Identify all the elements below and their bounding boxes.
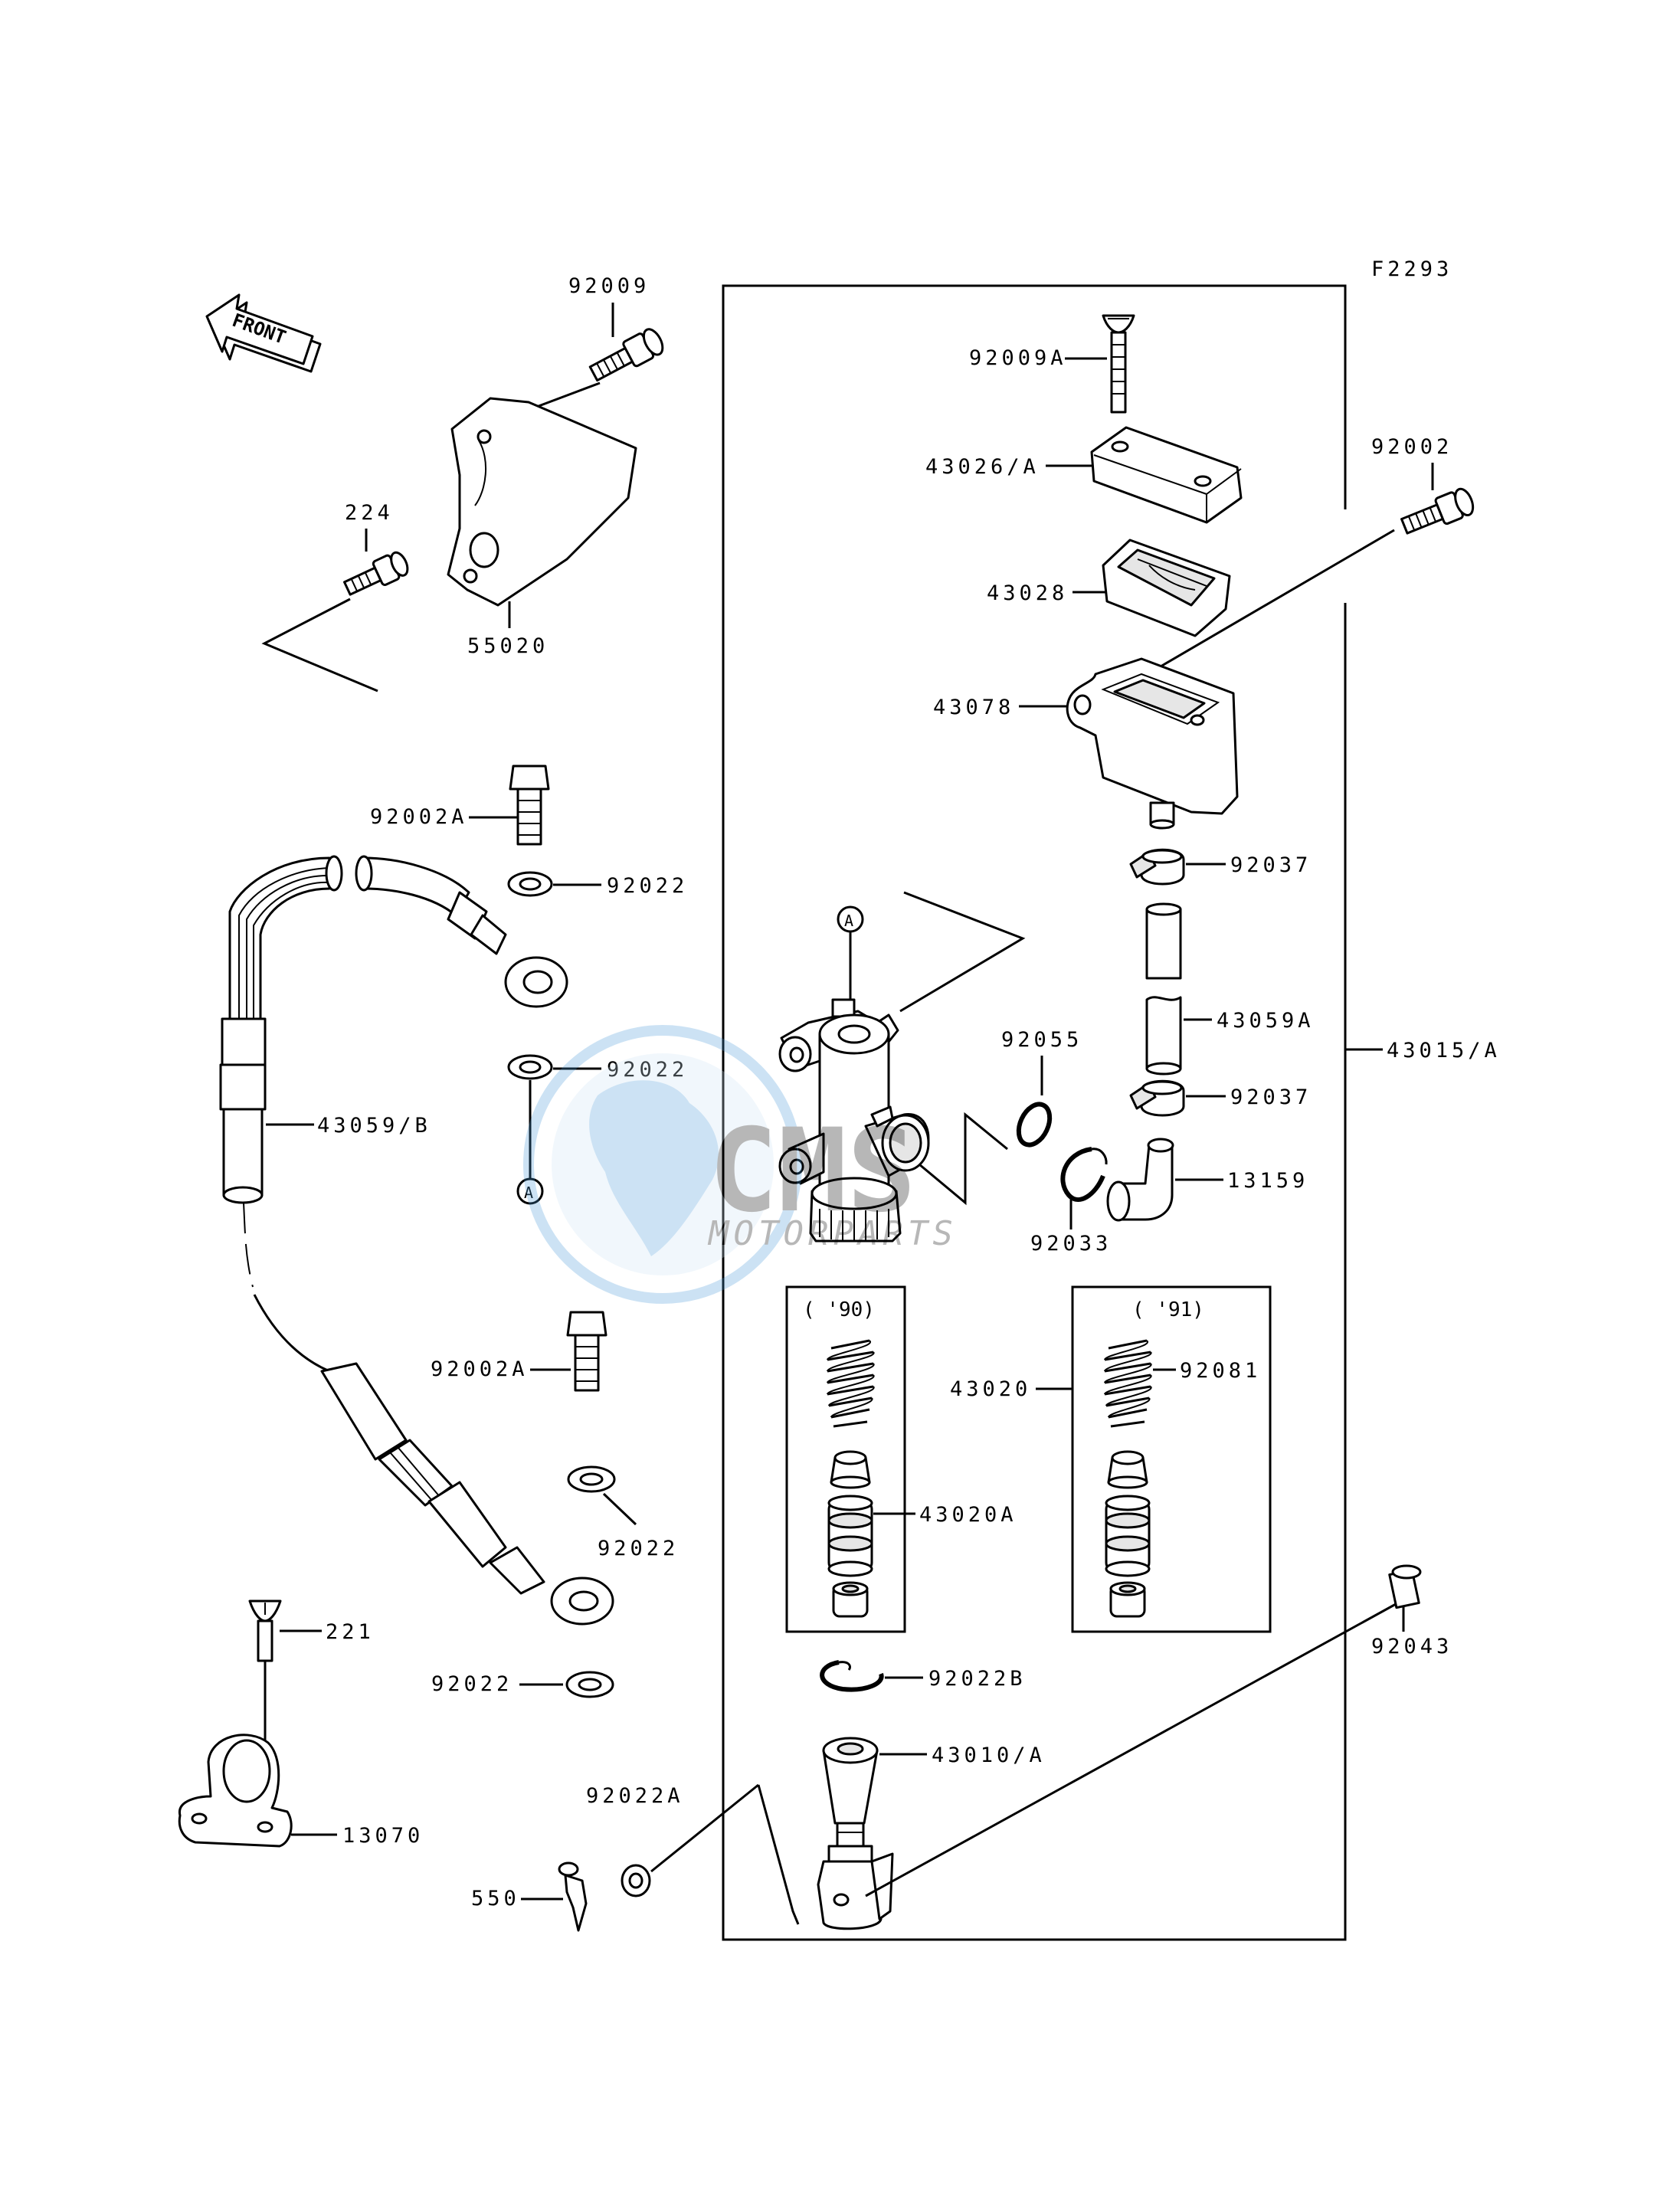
clamp-13070: 13070	[178, 1734, 424, 1848]
label-92002: 92002	[1371, 435, 1452, 459]
label-92022-c: 92022	[598, 1537, 679, 1560]
master-cylinder-assembly-box	[722, 284, 1347, 1941]
label-43010A: 43010/A	[932, 1744, 1046, 1767]
circlip-92022B: 92022B	[820, 1660, 1027, 1692]
washer-92022-d: 92022	[431, 1671, 614, 1698]
label-43026A: 43026/A	[925, 455, 1040, 479]
brake-hose-43059B: 43059/B	[219, 855, 614, 1626]
bolt-92002: 92002	[1371, 435, 1475, 535]
label-43059A: 43059A	[1217, 1009, 1315, 1033]
label-92033: 92033	[1030, 1232, 1112, 1256]
banjo-bolt-92002A-top: 92002A	[370, 765, 550, 846]
front-arrow-icon: FRONT	[205, 293, 322, 373]
o-ring-92055: 92055	[1001, 1028, 1082, 1148]
watermark-logo: CMS MOTORPARTS	[523, 1025, 958, 1304]
label-92002A-top: 92002A	[370, 805, 468, 829]
label-92022B: 92022B	[928, 1667, 1027, 1691]
reservoir-body-43078: 43078	[933, 529, 1395, 830]
hose-clip-92037-a: 92037	[1129, 848, 1312, 886]
label-92022-b: 92022	[607, 1058, 688, 1082]
label-group-43020: 43020	[950, 1377, 1073, 1401]
piston-kit-box-90: ( '90) 43020A	[785, 1285, 1017, 1633]
piston-icon	[827, 1495, 873, 1577]
spring-icon	[1104, 1339, 1152, 1428]
reservoir-cap-43026A: 43026/A	[925, 426, 1243, 524]
washer-92022-a: 92022	[507, 871, 688, 898]
watermark-brand: CMS	[709, 1105, 916, 1238]
label-43059B: 43059/B	[317, 1114, 431, 1138]
label-43020: 43020	[950, 1377, 1031, 1401]
label-92022A: 92022A	[586, 1784, 684, 1808]
label-43020A: 43020A	[919, 1503, 1017, 1527]
label-92043: 92043	[1371, 1635, 1452, 1658]
ref-marker-a-body: A	[844, 912, 853, 930]
washer-92022A: 92022A	[586, 1783, 800, 1925]
seal-icon	[832, 1581, 869, 1618]
label-92055: 92055	[1001, 1028, 1082, 1052]
reservoir-hose-43059A: 43059A	[1145, 902, 1315, 1076]
label-92009: 92009	[568, 274, 650, 298]
label-13159: 13159	[1227, 1169, 1308, 1193]
figure-code: F2293	[1371, 257, 1452, 281]
banjo-bolt-92002A-mid: 92002A	[431, 1311, 607, 1392]
year-group-91: ( '91)	[1132, 1298, 1204, 1321]
label-group-43015A: 43015/A	[1345, 1039, 1501, 1062]
diaphragm-43028: 43028	[987, 539, 1231, 637]
master-cylinder-body: A	[778, 891, 1026, 1243]
ref-marker-a-left: A	[524, 1184, 533, 1202]
bracket-55020: 55020	[447, 397, 637, 658]
year-group-90: ( '90)	[803, 1298, 875, 1321]
label-224: 224	[345, 501, 394, 525]
watermark-sub: MOTORPARTS	[707, 1214, 958, 1253]
piston-cup-icon	[1107, 1450, 1148, 1489]
bolt-92009: 92009	[528, 274, 664, 411]
hose-clip-92037-b: 92037	[1129, 1079, 1312, 1117]
washer-92022-b: 92022 A	[507, 1054, 688, 1205]
elbow-fitting-13159: 13159	[1106, 1138, 1308, 1222]
label-43015A: 43015/A	[1387, 1039, 1501, 1062]
label-550: 550	[471, 1887, 520, 1911]
label-92009A: 92009A	[969, 346, 1067, 370]
label-221: 221	[326, 1620, 375, 1644]
label-13070: 13070	[342, 1824, 424, 1848]
cotter-pin-550: 550	[471, 1861, 588, 1932]
spring-icon	[827, 1339, 875, 1428]
pin-92043: 92043	[865, 1564, 1452, 1897]
screw-92009A: 92009A	[969, 314, 1135, 414]
label-43028: 43028	[987, 581, 1068, 605]
piston-cup-icon	[830, 1450, 871, 1489]
label-43078: 43078	[933, 696, 1014, 719]
label-55020: 55020	[467, 634, 549, 658]
bolt-224: 224	[261, 501, 409, 692]
label-92037-b: 92037	[1230, 1085, 1312, 1109]
label-92022-a: 92022	[607, 874, 688, 898]
screw-221: 221	[248, 1599, 375, 1808]
seal-icon	[1109, 1581, 1146, 1618]
label-92022-d: 92022	[431, 1672, 513, 1696]
label-92081: 92081	[1180, 1359, 1261, 1383]
piston-kit-box-91: ( '91) 92081	[1071, 1285, 1272, 1633]
washer-92022-c: 92022	[567, 1465, 679, 1560]
piston-icon	[1105, 1495, 1151, 1577]
circlip-92033: 92033	[1030, 1147, 1112, 1256]
label-92037-a: 92037	[1230, 853, 1312, 877]
label-92002A-mid: 92002A	[431, 1357, 529, 1381]
